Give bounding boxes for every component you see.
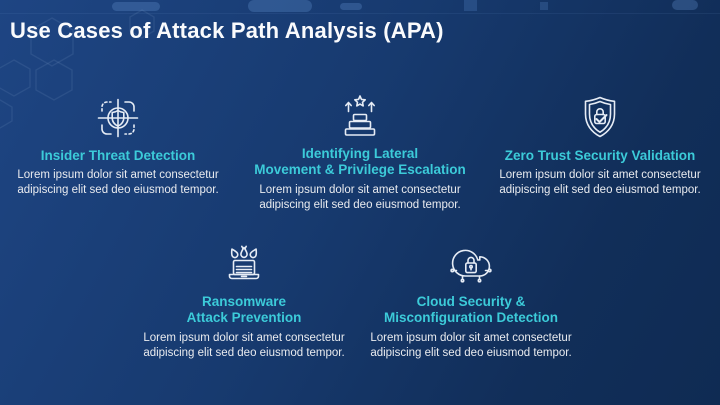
use-case-title: Identifying Lateral Movement & Privilege… [240, 146, 480, 179]
use-case-title-line: Zero Trust Security Validation [504, 148, 696, 163]
privilege-escalation-stairs-icon [240, 92, 480, 140]
use-case-title: Insider Threat Detection [0, 148, 238, 164]
use-case-title-line: Identifying Lateral [301, 146, 419, 161]
page-title: Use Cases of Attack Path Analysis (APA) [10, 18, 444, 43]
use-case-ransomware: Ransomware Attack Prevention Lorem ipsum… [124, 240, 364, 360]
use-case-zero-trust: Zero Trust Security Validation Lorem ips… [480, 94, 720, 198]
use-case-title: Ransomware Attack Prevention [124, 294, 364, 327]
use-case-title-line: Insider Threat Detection [40, 148, 196, 163]
use-case-description: Lorem ipsum dolor sit amet consectetur a… [17, 169, 219, 197]
use-case-title-line: Cloud Security & [416, 294, 526, 309]
circuit-decoration [672, 0, 698, 10]
use-case-description: Lorem ipsum dolor sit amet consectetur a… [499, 169, 701, 197]
insider-threat-target-icon [0, 94, 238, 142]
zero-trust-shield-lock-icon [480, 94, 720, 142]
use-case-title: Zero Trust Security Validation [480, 148, 720, 164]
use-case-title-line: Ransomware [201, 294, 287, 309]
ransomware-laptop-bombs-icon [124, 240, 364, 288]
use-case-description: Lorem ipsum dolor sit amet consectetur a… [259, 183, 461, 211]
circuit-decoration [540, 2, 548, 10]
use-case-insider-threat: Insider Threat Detection Lorem ipsum dol… [0, 94, 238, 198]
use-case-title: Cloud Security & Misconfiguration Detect… [351, 294, 591, 327]
divider [0, 13, 720, 14]
use-case-privilege-escalation: Identifying Lateral Movement & Privilege… [240, 92, 480, 212]
circuit-decoration [340, 3, 362, 10]
use-case-title-line: Attack Prevention [186, 310, 302, 326]
use-case-description: Lorem ipsum dolor sit amet consectetur a… [370, 331, 572, 359]
use-case-description: Lorem ipsum dolor sit amet consectetur a… [143, 331, 345, 359]
use-case-title-line: Movement & Privilege Escalation [254, 162, 466, 178]
use-case-title-line: Misconfiguration Detection [383, 310, 558, 326]
use-case-cloud-security: Cloud Security & Misconfiguration Detect… [351, 240, 591, 360]
circuit-decoration [464, 0, 477, 11]
cloud-security-lock-icon [351, 240, 591, 288]
circuit-decoration [248, 0, 312, 12]
circuit-decoration [112, 2, 160, 11]
